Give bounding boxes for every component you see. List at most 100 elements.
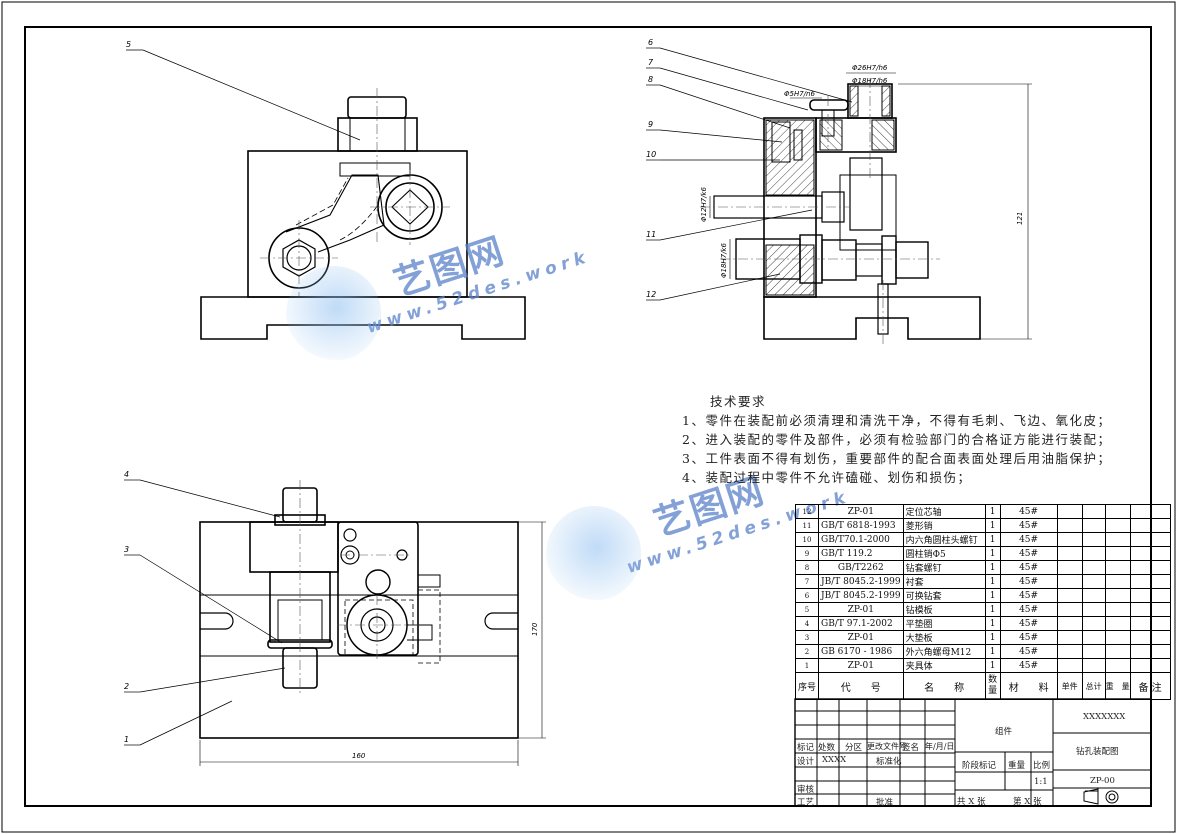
bom-cell-code: JB/T 8045.2-1999 <box>818 588 904 603</box>
dim-phi18b: Φ18H7/k6 <box>720 242 728 278</box>
bom-cell-unit <box>1056 546 1083 561</box>
tb-group: 组件 <box>995 727 1013 737</box>
bom-cell-weight <box>1104 588 1131 603</box>
tb-std: 标准化 <box>876 757 902 767</box>
bom-cell-code: GB/T 97.1-2002 <box>818 616 904 631</box>
bom-cell-material: 45# <box>999 532 1058 547</box>
callout-7: 7 <box>648 58 654 67</box>
bom-header-name: 名 称 <box>902 672 986 700</box>
tech-item-4: 4、装配过程中零件不允许磕碰、划伤和损伤； <box>682 470 972 485</box>
side-dimensions <box>709 72 1032 340</box>
bom-cell-code: GB/T70.1-2000 <box>818 532 904 547</box>
bom-cell-unit <box>1056 504 1083 519</box>
front-view <box>200 96 526 340</box>
bom-cell-remark <box>1129 644 1171 659</box>
bom-header-weight: 重 量 <box>1104 672 1131 700</box>
bom-cell-material: 45# <box>999 658 1058 673</box>
bom-cell-qty: 1 <box>984 504 1001 519</box>
bom-cell-qty: 1 <box>984 532 1001 547</box>
dim-phi26: Φ26H7/h6 <box>852 64 888 72</box>
tb-scale-value: 1:1 <box>1034 777 1048 787</box>
bom-cell-remark <box>1129 630 1171 645</box>
bom-cell-total <box>1081 658 1106 673</box>
tb-drawing-name: 钻孔装配图 <box>1076 747 1119 757</box>
tech-item-3: 3、工件表面不得有划伤，重要部件的配合面表面处理后用油脂保护； <box>682 451 1112 466</box>
bom-cell-total <box>1081 630 1106 645</box>
bom-cell-total <box>1081 532 1106 547</box>
tech-title: 技术要求 <box>710 394 767 409</box>
bom-header-unit: 单件 <box>1056 672 1083 700</box>
bom-cell-material: 45# <box>999 518 1058 533</box>
tb-drawing-no: ZP-00 <box>1090 776 1115 786</box>
dim-121: 121 <box>1016 212 1024 225</box>
bom-cell-code: GB/T 6818-1993 <box>818 518 904 533</box>
tb-weight: 重量 <box>1008 761 1026 771</box>
bom-cell-weight <box>1104 504 1131 519</box>
bom-header-remark: 备 注 <box>1129 672 1171 700</box>
bom-cell-no: 3 <box>794 630 820 645</box>
bom-cell-total <box>1081 602 1106 617</box>
callout-10: 10 <box>646 150 656 159</box>
bom-cell-unit <box>1056 602 1083 617</box>
bom-cell-remark <box>1129 602 1171 617</box>
dim-phi12: Φ12H7/k6 <box>700 186 708 222</box>
bom-header-qty: 数量 <box>984 672 1001 700</box>
bom-cell-weight <box>1104 630 1131 645</box>
tb-mark: 标记 <box>797 743 815 753</box>
dim-phi18: Φ18H7/h6 <box>852 77 888 85</box>
bom-cell-material: 45# <box>999 560 1058 575</box>
callout-8: 8 <box>648 75 653 84</box>
tb-date: 年/月/日 <box>925 742 955 751</box>
bom-cell-weight <box>1104 644 1131 659</box>
bom-cell-remark <box>1129 658 1171 673</box>
bom-cell-remark <box>1129 504 1171 519</box>
bom-cell-weight <box>1104 546 1131 561</box>
bom-cell-no: 12 <box>794 504 820 519</box>
bom-cell-qty: 1 <box>984 560 1001 575</box>
callout-2: 2 <box>124 682 129 691</box>
callout-4: 4 <box>124 470 129 479</box>
bom-cell-no: 10 <box>794 532 820 547</box>
callout-9: 9 <box>648 120 653 129</box>
bom-cell-weight <box>1104 518 1131 533</box>
callout-12: 12 <box>646 290 656 299</box>
top-dimensions <box>199 521 546 766</box>
bom-cell-qty: 1 <box>984 588 1001 603</box>
bom-cell-unit <box>1056 560 1083 575</box>
bom-cell-name: 大垫板 <box>902 630 986 645</box>
bom-cell-total <box>1081 588 1106 603</box>
bom-cell-qty: 1 <box>984 658 1001 673</box>
tb-scale: 比例 <box>1033 761 1051 771</box>
inner-frame <box>24 26 1152 807</box>
dim-160: 160 <box>352 752 366 760</box>
bom-cell-name: 菱形销 <box>902 518 986 533</box>
bom-cell-name: 定位芯轴 <box>902 504 986 519</box>
top-centerlines <box>299 480 420 696</box>
bom-header-code: 代 号 <box>818 672 904 700</box>
bom-cell-qty: 1 <box>984 644 1001 659</box>
title-block-grid <box>794 698 1152 807</box>
bom-cell-code: GB 6170 - 1986 <box>818 644 904 659</box>
bom-cell-no: 8 <box>794 560 820 575</box>
dim-phi5: Φ5H7/n6 <box>784 90 815 98</box>
bom-cell-code: ZP-01 <box>818 658 904 673</box>
bom-cell-weight <box>1104 560 1131 575</box>
bom-cell-weight <box>1104 602 1131 617</box>
bom-cell-material: 45# <box>999 602 1058 617</box>
bom-cell-no: 4 <box>794 616 820 631</box>
bom-cell-code: JB/T 8045.2-1999 <box>818 574 904 589</box>
callout-6: 6 <box>648 38 653 47</box>
tb-sheet: 第 X 张 <box>1013 797 1042 807</box>
bom-cell-no: 7 <box>794 574 820 589</box>
bom-cell-material: 45# <box>999 546 1058 561</box>
bom-cell-material: 45# <box>999 644 1058 659</box>
bom-cell-code: ZP-01 <box>818 504 904 519</box>
bom-cell-name: 可换钻套 <box>902 588 986 603</box>
bom-cell-weight <box>1104 616 1131 631</box>
